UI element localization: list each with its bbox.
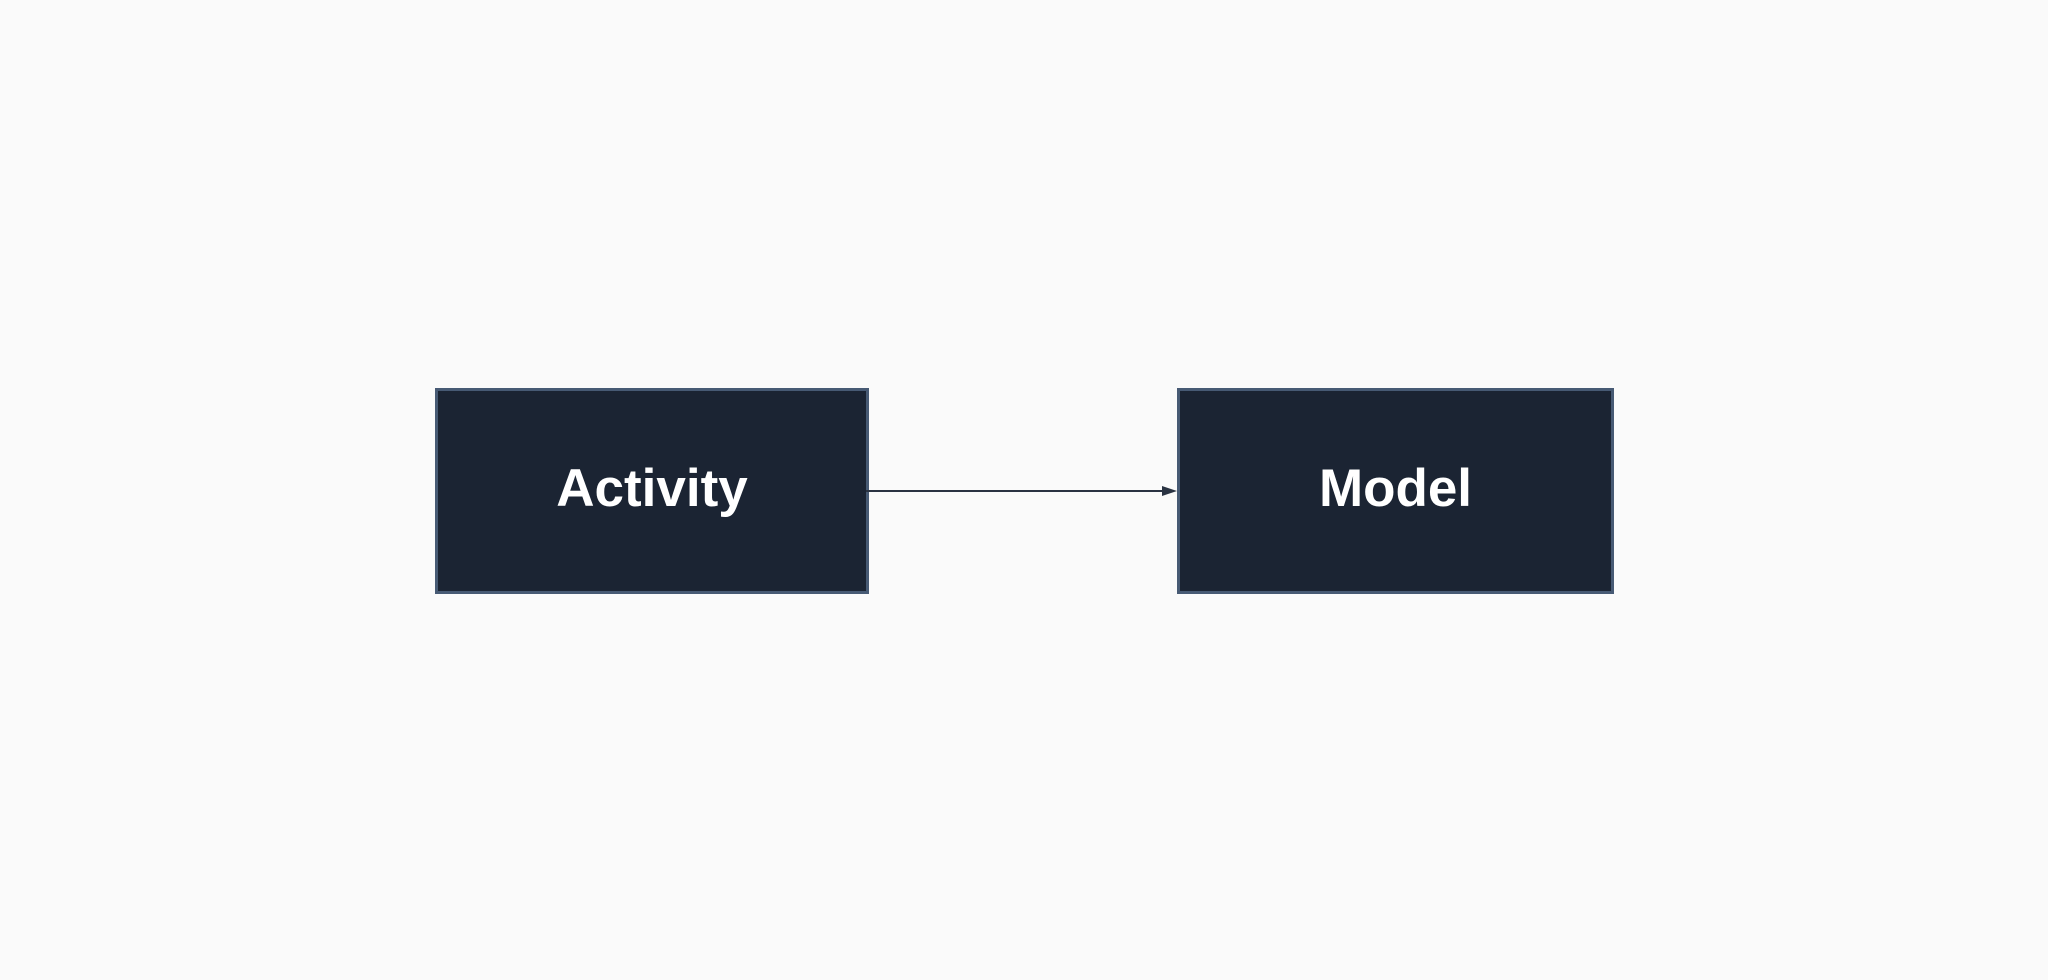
node-model: Model [1177, 388, 1614, 594]
edge-activity-to-model [866, 479, 1178, 503]
node-activity-label: Activity [556, 458, 748, 518]
node-activity: Activity [435, 388, 869, 594]
edge-arrow-graphic [866, 486, 1177, 496]
node-model-label: Model [1318, 458, 1473, 518]
arrowhead-icon [1162, 486, 1177, 496]
